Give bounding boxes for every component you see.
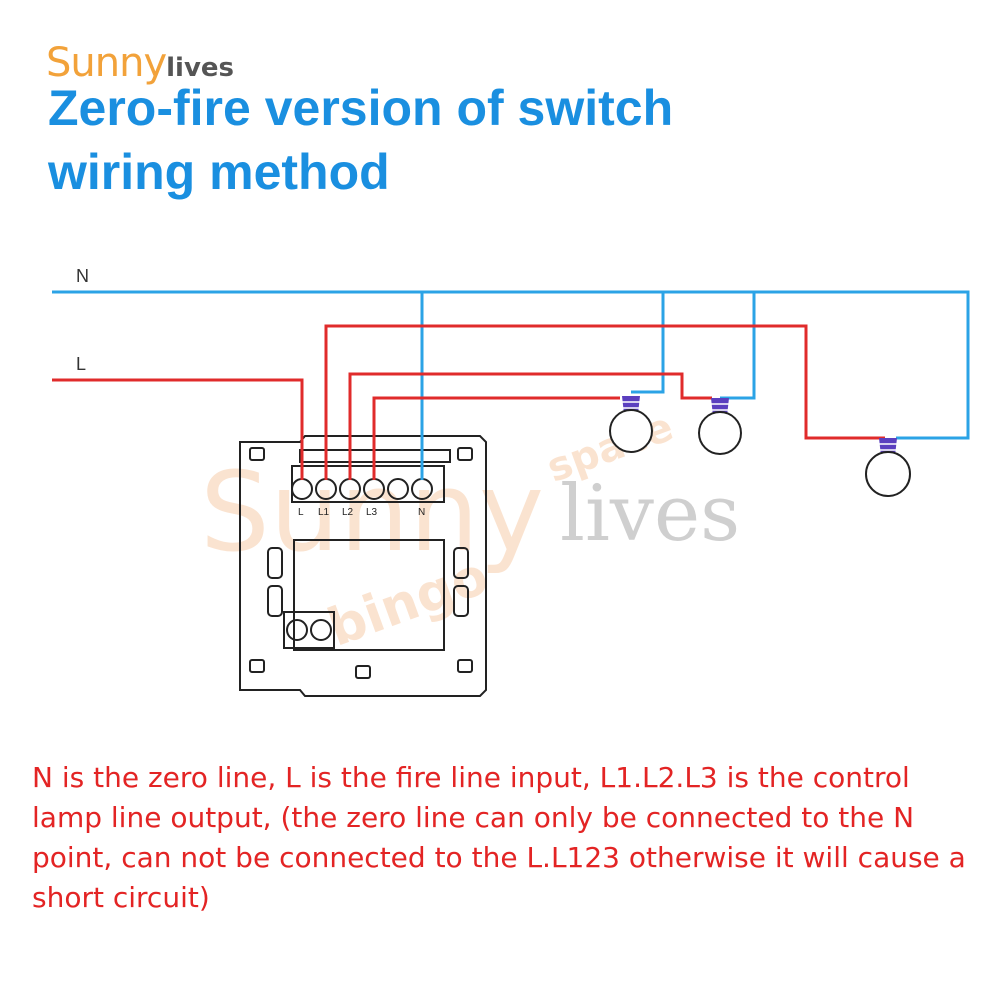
l2-to-bulb-2 [348, 372, 712, 480]
terminal-label-l1: L1 [318, 507, 330, 518]
live-input-line [52, 378, 304, 480]
neutral-to-bulb-2 [720, 292, 756, 400]
l1-to-bulb-3 [324, 324, 885, 480]
label-n: N [76, 266, 89, 286]
terminal-label-l3: L3 [366, 507, 378, 518]
label-l: L [76, 354, 86, 374]
title-line-2: wiring method [48, 144, 390, 200]
aux-terminal-block [283, 611, 335, 649]
lamp-bulb-1 [609, 396, 653, 453]
title-line-1: Zero-fire version of switch [48, 80, 674, 136]
wiring-caption: N is the zero line, L is the fire line i… [32, 761, 966, 914]
brand-logo-lives: lives [166, 53, 235, 83]
neutral-main-line [52, 290, 970, 440]
terminal-label-l2: L2 [342, 507, 354, 518]
lamp-bulb-3 [865, 438, 911, 497]
brand-logo-sunny: Sunny [46, 40, 167, 86]
terminal-blank [387, 478, 409, 500]
neutral-to-bulb-1 [631, 292, 665, 394]
page-title: Zero-fire version of switch wiring metho… [48, 76, 948, 204]
watermark: Sunny lives bingo space [200, 404, 740, 659]
live-wires [52, 324, 885, 480]
lamp-bulb-2 [698, 398, 742, 455]
watermark-lives: lives [560, 469, 740, 559]
brand-logo: Sunnylives [46, 40, 234, 92]
terminal-label-l: L [298, 507, 304, 518]
terminal-label-n: N [418, 507, 425, 518]
l3-to-bulb-1 [372, 396, 620, 480]
